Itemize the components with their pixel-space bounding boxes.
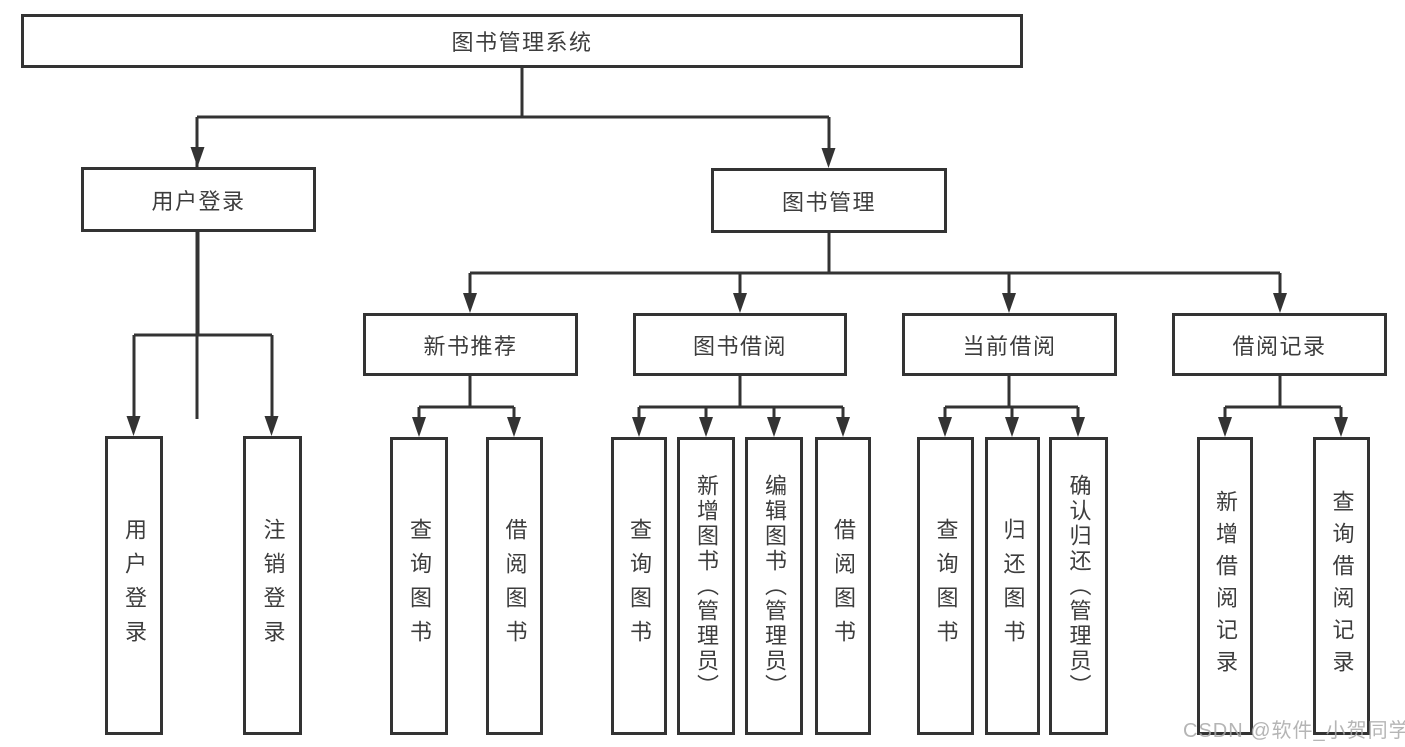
arrowhead-icon <box>821 148 836 168</box>
leaf-bb-edit-books-admin: 编辑图书（管理员） <box>745 437 803 735</box>
arrowhead-icon <box>632 417 646 437</box>
node-user-login: 用户登录 <box>81 167 316 232</box>
arrowhead-icon <box>1005 417 1019 437</box>
arrowhead-icon <box>699 417 713 437</box>
arrowhead-icon <box>463 293 477 313</box>
arrowhead-icon <box>733 293 747 313</box>
node-borrow-records: 借阅记录 <box>1172 313 1387 376</box>
arrowhead-icon <box>767 417 781 437</box>
leaf-br-query-record: 查询借阅记录 <box>1313 437 1370 735</box>
leaf-br-add-record: 新增借阅记录 <box>1197 437 1253 735</box>
arrowhead-icon <box>1334 417 1348 437</box>
connector-borrow-records-children <box>1223 376 1343 419</box>
arrowhead-icon <box>1273 293 1287 313</box>
leaf-logout-login: 注销登录 <box>243 436 302 735</box>
leaf-cb-query-books: 查询图书 <box>917 437 974 735</box>
arrowhead-icon <box>1002 293 1016 313</box>
connector-root-to-level1 <box>195 68 831 419</box>
arrowhead-icon <box>938 417 952 437</box>
connector-current-borrow-children <box>943 376 1080 419</box>
leaf-cb-return-books: 归还图书 <box>985 437 1040 735</box>
arrowhead-icon <box>836 417 850 437</box>
arrowhead-icon <box>1071 417 1085 437</box>
leaf-user-login: 用户登录 <box>105 436 163 735</box>
connector-user-login-children <box>132 232 274 418</box>
arrowhead-icon <box>507 417 521 437</box>
arrowhead-icon <box>190 147 205 167</box>
leaf-bb-query-books: 查询图书 <box>611 437 667 735</box>
leaf-nb-query-books: 查询图书 <box>390 437 448 735</box>
node-book-borrow: 图书借阅 <box>633 313 847 376</box>
arrowhead-icon <box>264 416 279 436</box>
node-current-borrow: 当前借阅 <box>902 313 1117 376</box>
connector-book-borrow-children <box>637 376 845 419</box>
leaf-bb-add-books-admin: 新增图书（管理员） <box>677 437 735 735</box>
node-book-mgmt: 图书管理 <box>711 168 947 233</box>
csdn-watermark: CSDN @软件_小贺同学 <box>1183 720 1405 742</box>
leaf-bb-borrow-books: 借阅图书 <box>815 437 871 735</box>
arrowhead-icon <box>126 416 141 436</box>
node-new-books: 新书推荐 <box>363 313 578 376</box>
connector-new-books-children <box>417 376 516 419</box>
leaf-cb-confirm-return-admin: 确认归还（管理员） <box>1049 437 1108 735</box>
arrowhead-icon <box>1218 417 1232 437</box>
node-root: 图书管理系统 <box>21 14 1023 68</box>
leaf-nb-borrow-books: 借阅图书 <box>486 437 543 735</box>
arrowhead-icon <box>412 417 426 437</box>
connector-book-mgmt-children <box>468 233 1282 295</box>
